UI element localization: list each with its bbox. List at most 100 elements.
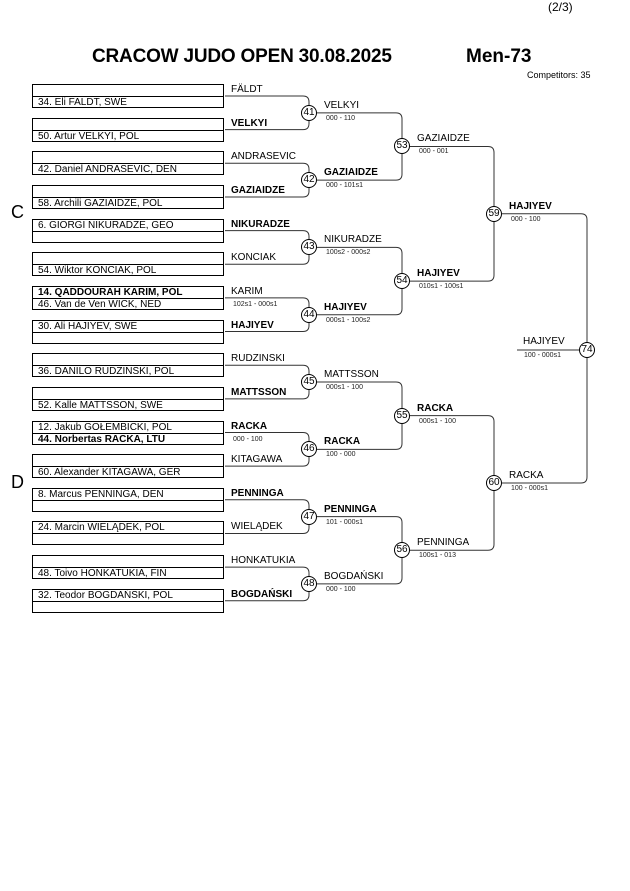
bracket-line (317, 516, 403, 544)
final-score: 100 - 000s1 (524, 352, 561, 359)
winner-label: RUDZINSKI (231, 353, 285, 365)
match-winner: NIKURADZE (324, 234, 382, 246)
competitor-name (33, 85, 223, 97)
match-number: 44 (301, 306, 317, 323)
bracket-line (225, 321, 310, 333)
bracket-line (317, 153, 403, 181)
match-number: 74 (579, 342, 595, 358)
match-winner: RACKA (509, 469, 544, 481)
winner-label: KARIM (231, 285, 263, 297)
match-winner: VELKYI (324, 99, 360, 111)
match-winner: RACKA (417, 402, 454, 414)
winner-label: NIKURADZE (231, 218, 290, 230)
bracket-line (225, 95, 310, 106)
winner-label: PENNINGA (231, 487, 284, 499)
competitor-name: 8. Marcus PENNINGA, DEN (33, 489, 223, 501)
competitor-box: 60. Alexander KITAGAWA, GER (32, 454, 224, 479)
competitor-name (33, 354, 223, 367)
bracket-line (502, 357, 588, 484)
winner-label: HAJIYEV (231, 319, 274, 331)
competitor-box: 52. Kalle MATTSSON, SWE (32, 386, 224, 411)
match-winner: RACKA (324, 436, 361, 448)
competitor-name: 46. Van de Ven WICK, NED (38, 298, 162, 310)
competitor-name (33, 556, 223, 569)
competitor-name: 50. Artur VELKYI, POL (38, 130, 140, 142)
match-number: 41 (301, 104, 317, 121)
match-number: 46 (301, 441, 317, 458)
page-title: CRACOW JUDO OPEN 30.08.2025 (92, 46, 392, 67)
match-score: 000s1 - 100 (326, 384, 363, 392)
bracket-line (225, 364, 310, 376)
competitor-box: 32. Teodor BOGDAŃSKI, POL (32, 588, 224, 614)
competitor-name: 42. Daniel ANDRASEVIC, DEN (38, 164, 177, 176)
match-winner: PENNINGA (417, 537, 470, 549)
bracket-line (225, 187, 310, 198)
competitor-box: 54. Wiktor KONCIAK, POL (32, 252, 224, 277)
bracket-line (225, 432, 310, 443)
match-score: 000 - 100 (511, 215, 541, 223)
bracket-line (225, 119, 310, 131)
competitor-name (33, 253, 223, 266)
match-number: 60 (486, 474, 502, 491)
bracket-line (225, 297, 310, 308)
winner-label: BOGDAŃSKI (231, 588, 293, 600)
pool-letter-c: C (11, 202, 24, 222)
competitor-name: 24. Marcin WIELĄDEK, POL (33, 522, 223, 535)
match-winner: HAJIYEV (417, 268, 460, 280)
match-winner: MATTSSON (324, 369, 379, 381)
bracket-line (410, 145, 495, 207)
winner-label: FÄLDT (231, 84, 263, 95)
bracket-line (317, 288, 403, 316)
match-winner: GAZIAIDZE (324, 167, 378, 179)
match-score: 100s1 - 013 (419, 552, 456, 560)
competitor-name (33, 333, 223, 345)
winner-label: GAZIAIDZE (231, 184, 285, 196)
match-score: 000 - 101s1 (326, 182, 363, 190)
winner-label: KITAGAWA (231, 454, 283, 466)
match-score: 102s1 - 000s1 (233, 300, 278, 308)
competitor-name: 30. Ali HAJIYEV, SWE (33, 321, 223, 333)
match-number: 56 (394, 542, 410, 559)
bracket-line (410, 220, 495, 282)
competitor-box: 50. Artur VELKYI, POL (32, 117, 224, 142)
competitor-box: 6. GIORGI NIKURADZE, GEO (32, 218, 224, 243)
competitor-name: 6. GIORGI NIKURADZE, GEO (33, 220, 223, 232)
match-score: 101 - 000s1 (326, 518, 363, 526)
winner-label: ANDRASEVIC (231, 151, 297, 163)
competitor-name (33, 388, 223, 400)
competitor-name (33, 186, 223, 198)
bracket-line (225, 456, 310, 467)
match-score: 000 - 001 (419, 148, 449, 156)
bracket-line (317, 112, 403, 140)
competitor-name (33, 119, 223, 131)
bracket-line (317, 246, 403, 275)
competitor-box: 48. Toivo HONKATUKIA, FIN (32, 555, 224, 580)
competitor-name: 44. Norbertas RACKA, LTU (38, 433, 166, 445)
page-number: (2/3) (548, 0, 573, 14)
competitor-box: 42. Daniel ANDRASEVIC, DEN (32, 151, 224, 176)
competitor-name (33, 602, 223, 614)
match-score: 100 - 000s1 (511, 484, 548, 492)
competitor-name: 12. Jakub GOŁEMBICKI, POL (33, 422, 223, 434)
competitor-name (33, 455, 223, 468)
match-score: 100s2 - 000s2 (326, 249, 371, 257)
competitor-box: 30. Ali HAJIYEV, SWE (32, 319, 224, 345)
match-number: 54 (394, 273, 410, 290)
bracket-line (225, 162, 310, 174)
bracket-line (225, 254, 310, 265)
match-number: 45 (301, 374, 317, 391)
bracket-line (317, 557, 403, 585)
match-score: 000s1 - 100 (419, 417, 456, 425)
bracket-line (410, 415, 495, 476)
match-number: 53 (394, 138, 410, 155)
competitor-name: 52. Kalle MATTSSON, SWE (38, 399, 163, 411)
match-score: 100 - 000 (326, 451, 356, 459)
match-score: 000 - 110 (326, 114, 356, 122)
final-winner: HAJIYEV (523, 336, 565, 347)
match-score: 010s1 - 100s1 (419, 283, 464, 291)
bracket-line (225, 566, 310, 577)
winner-label: VELKYI (231, 117, 268, 129)
